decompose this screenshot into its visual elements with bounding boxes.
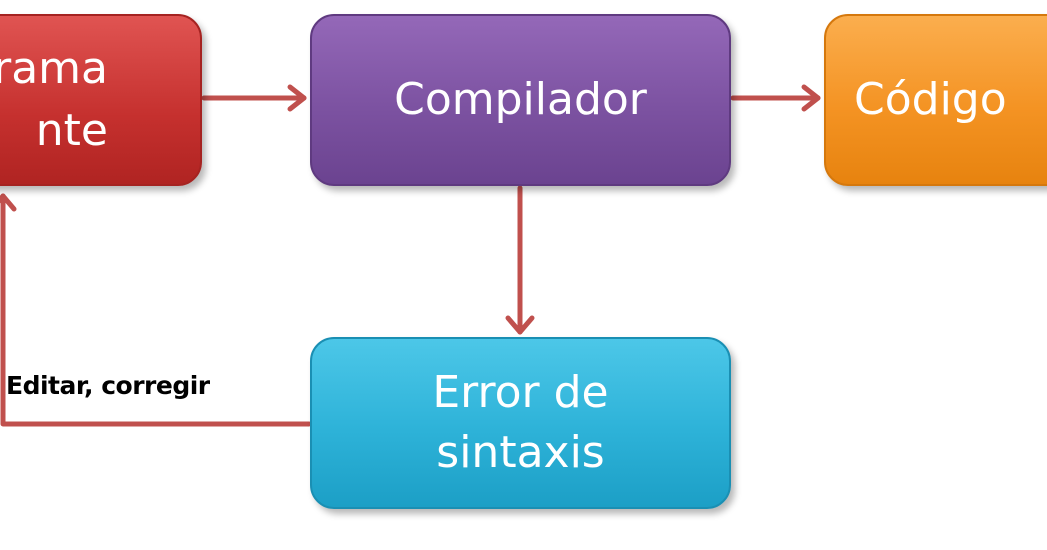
syntax-error-line1: Error de (432, 367, 609, 418)
arrowhead-code (801, 84, 821, 112)
code-box: Código (824, 14, 1047, 186)
compiler-box: Compilador (310, 14, 731, 186)
syntax-error-line2: sintaxis (436, 427, 605, 478)
code-label: Código (854, 74, 1007, 125)
arrowhead-compiler (287, 84, 307, 112)
arrowhead-syntax-error (505, 315, 535, 335)
compiler-label: Compilador (394, 74, 647, 125)
feedback-edge-label: Editar, corregir (6, 371, 210, 400)
arrow-feedback-to-source (0, 193, 312, 427)
source-program-line1: rama (0, 43, 108, 94)
syntax-error-box: Error de sintaxis (310, 337, 731, 509)
arrowhead-source (0, 193, 17, 212)
source-program-box: rama nte (0, 14, 202, 186)
source-program-line2: nte (35, 105, 108, 156)
